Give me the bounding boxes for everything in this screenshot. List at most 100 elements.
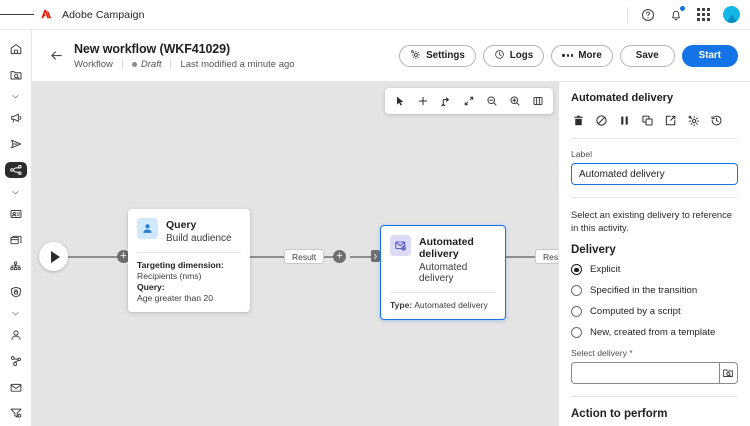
node-field-label: Targeting dimension: <box>137 260 224 270</box>
sidebar-group-collapse-2[interactable] <box>5 186 27 198</box>
zoom-in-icon[interactable] <box>505 91 525 111</box>
query-person-icon <box>137 218 158 239</box>
brand-name: Adobe Campaign <box>62 8 145 21</box>
brand: Adobe Campaign <box>38 6 145 23</box>
open-external-icon[interactable] <box>663 113 677 127</box>
connector-handle[interactable] <box>371 250 380 262</box>
sidebar-item-profiles[interactable] <box>5 327 27 343</box>
radio-option-computed-by-script[interactable]: Computed by a script <box>571 306 738 318</box>
node-field-label: Type: <box>390 300 413 310</box>
add-activity-button[interactable] <box>117 250 130 263</box>
copy-icon[interactable] <box>640 113 654 127</box>
label-input[interactable] <box>571 163 738 185</box>
workflow-canvas[interactable]: Query Build audience Targeting dimension… <box>32 82 558 426</box>
cursor-icon[interactable] <box>390 91 410 111</box>
delivery-section-title: Delivery <box>571 244 616 257</box>
node-titles: Automated delivery Automated delivery <box>419 235 495 284</box>
select-delivery-input[interactable] <box>571 362 719 385</box>
plus-icon[interactable] <box>413 91 433 111</box>
radio-label: Computed by a script <box>590 306 681 318</box>
sidebar-item-deliveries[interactable] <box>5 136 27 152</box>
gear-icon <box>410 49 421 63</box>
save-button[interactable]: Save <box>619 44 675 67</box>
start-node[interactable] <box>39 242 68 271</box>
activity-properties-panel: Automated delivery <box>558 82 750 426</box>
user-avatar[interactable] <box>723 6 740 23</box>
sidebar-item-inbox[interactable] <box>5 379 27 395</box>
connector-line <box>322 255 340 258</box>
select-delivery-row <box>571 362 738 385</box>
canvas-toolbar <box>385 88 553 114</box>
app-grid-icon[interactable] <box>695 6 712 23</box>
sidebar-item-data-model[interactable] <box>5 258 27 274</box>
help-icon[interactable] <box>639 6 656 23</box>
zoom-out-icon[interactable] <box>482 91 502 111</box>
transition-label[interactable]: Result <box>284 249 325 264</box>
columns-icon[interactable] <box>528 91 548 111</box>
status-badge: Draft <box>140 58 162 70</box>
more-dots-icon <box>562 54 574 57</box>
node-field-value: Age greater than 20 <box>137 293 213 303</box>
select-delivery-label-text: Select delivery <box>571 348 627 359</box>
hamburger-icon[interactable] <box>0 0 34 30</box>
panel-help-text: Select an existing delivery to reference… <box>571 209 733 233</box>
save-label: Save <box>635 50 659 61</box>
sidebar-item-workflows[interactable] <box>4 162 27 179</box>
sidebar-group-collapse-1[interactable] <box>5 91 27 103</box>
radio-option-new-from-template[interactable]: New, created from a template <box>571 327 738 339</box>
connector-line <box>350 255 378 258</box>
title-block: New workflow (WKF41029) Workflow Draft L… <box>74 42 295 70</box>
settings-button[interactable]: Settings <box>399 44 476 67</box>
workflow-flow: Query Build audience Targeting dimension… <box>32 82 558 426</box>
top-bar: Adobe Campaign <box>0 0 750 30</box>
connector-line <box>248 255 292 258</box>
settings-label: Settings <box>426 50 465 61</box>
trash-icon[interactable] <box>571 113 585 127</box>
fit-arrows-icon[interactable] <box>459 91 479 111</box>
logs-button[interactable]: Logs <box>482 44 545 67</box>
automated-delivery-node[interactable]: Automated delivery Automated delivery Ty… <box>380 225 506 320</box>
radio-option-explicit[interactable]: Explicit <box>571 264 738 276</box>
node-field-row: Type: Automated delivery <box>390 300 496 310</box>
pause-icon[interactable] <box>617 113 631 127</box>
back-arrow-icon[interactable] <box>46 46 66 66</box>
sidebar-item-landing-pages[interactable] <box>5 206 27 222</box>
divider <box>571 197 738 198</box>
radio-option-specified-in-transition[interactable]: Specified in the transition <box>571 285 738 297</box>
panel-title: Automated delivery <box>571 92 674 104</box>
sidebar-item-audiences[interactable] <box>5 353 27 369</box>
sidebar-item-filters[interactable] <box>5 405 27 421</box>
divider <box>170 59 172 69</box>
node-body: Targeting dimension: Recipients (nms) Qu… <box>128 253 250 312</box>
folder-search-icon[interactable] <box>718 362 738 385</box>
node-field-value: Recipients (nms) <box>137 271 202 281</box>
status-dot-icon <box>131 61 137 67</box>
bell-icon[interactable] <box>667 5 686 23</box>
sidebar-item-templates[interactable] <box>5 232 27 248</box>
clock-icon <box>494 49 505 63</box>
radio-icon <box>571 264 582 276</box>
divider <box>571 138 738 139</box>
gear-icon[interactable] <box>686 113 700 127</box>
radio-label: Specified in the transition <box>590 285 698 297</box>
sidebar-item-home[interactable] <box>5 41 27 57</box>
sidebar-item-explore[interactable] <box>5 67 27 83</box>
node-title: Query <box>166 219 197 231</box>
add-activity-button[interactable] <box>333 250 346 263</box>
top-bar-actions <box>627 5 750 23</box>
circle-slash-icon[interactable] <box>594 113 608 127</box>
start-label: Start <box>698 50 721 61</box>
start-button[interactable]: Start <box>681 44 738 67</box>
transition-label[interactable]: Result <box>535 249 558 264</box>
adobe-logo-icon <box>38 6 55 23</box>
sidebar-item-privacy[interactable] <box>5 284 27 300</box>
more-button[interactable]: More <box>551 44 613 67</box>
query-node[interactable]: Query Build audience Targeting dimension… <box>128 209 250 312</box>
sidebar-group-collapse-3[interactable] <box>5 308 27 320</box>
sidebar-item-campaigns[interactable] <box>5 110 27 126</box>
header-actions: Settings Logs More Save Start <box>399 44 738 67</box>
node-body: Type: Automated delivery <box>381 293 505 319</box>
elbow-connector-icon[interactable] <box>436 91 456 111</box>
history-clock-icon[interactable] <box>709 113 723 127</box>
